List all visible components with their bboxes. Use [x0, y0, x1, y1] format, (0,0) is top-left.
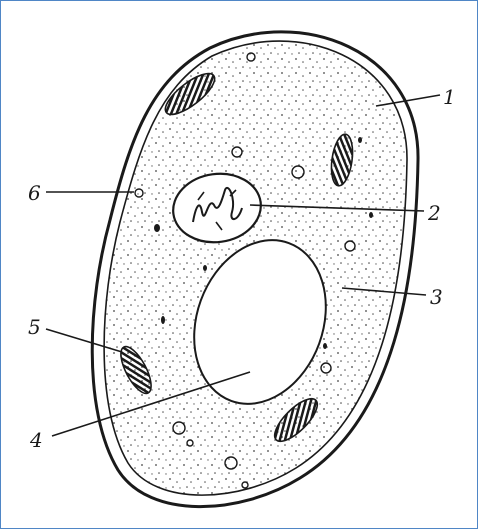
label-5: 5: [28, 315, 41, 339]
label-6: 6: [28, 181, 41, 205]
label-1: 1: [443, 85, 456, 109]
label-4: 4: [29, 428, 43, 452]
label-3: 3: [430, 285, 443, 309]
label-2: 2: [427, 201, 441, 225]
